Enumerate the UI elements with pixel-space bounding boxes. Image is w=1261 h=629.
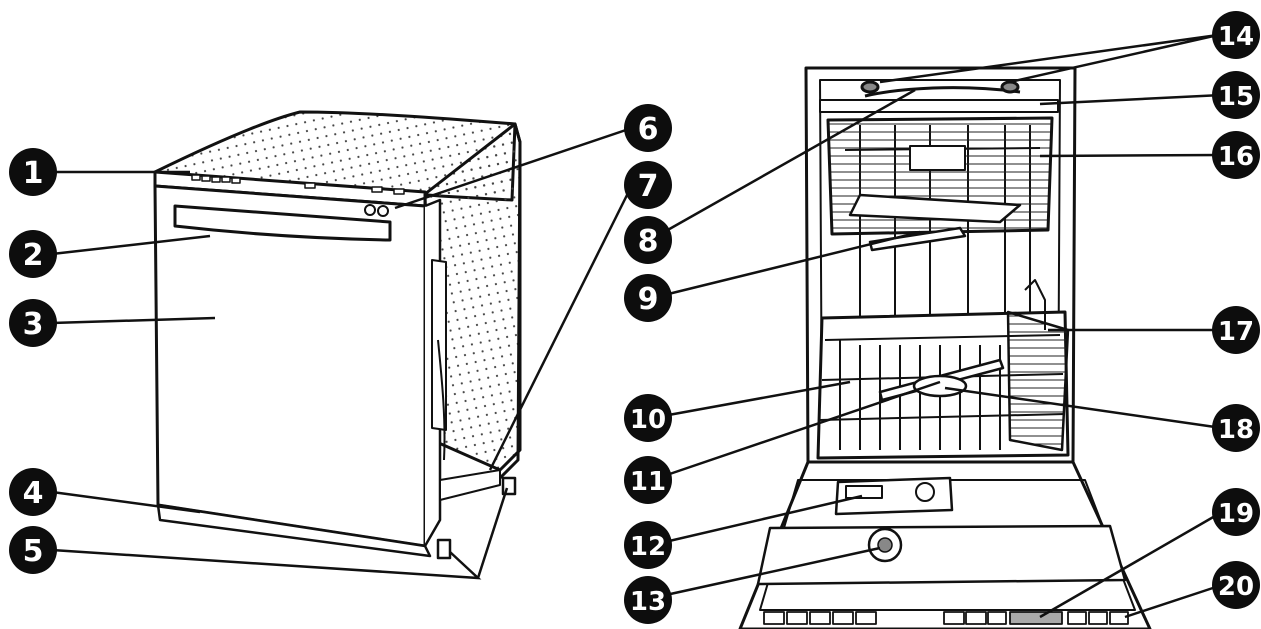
svg-text:19: 19	[1218, 499, 1254, 529]
callout-9: 9	[624, 274, 672, 322]
svg-text:17: 17	[1218, 317, 1254, 347]
svg-text:3: 3	[23, 307, 44, 342]
leader-lines	[51, 33, 1223, 619]
callout-12: 12	[624, 521, 672, 569]
svg-text:2: 2	[23, 238, 44, 273]
interior-dishwasher	[738, 66, 1152, 629]
status-light-b	[377, 205, 389, 217]
callout-8: 8	[624, 216, 672, 264]
svg-text:7: 7	[638, 169, 659, 204]
callout-14: 14	[1212, 11, 1260, 59]
callout-2: 2	[9, 230, 57, 278]
callout-3: 3	[9, 299, 57, 347]
callout-1: 1	[9, 148, 57, 196]
status-light-a	[364, 204, 376, 216]
svg-text:16: 16	[1218, 142, 1254, 172]
svg-text:5: 5	[23, 534, 44, 569]
svg-text:11: 11	[630, 467, 666, 497]
svg-text:1: 1	[23, 156, 44, 191]
svg-text:8: 8	[638, 224, 659, 259]
exterior-dishwasher	[153, 110, 522, 560]
top-spray-arm	[864, 86, 1021, 98]
svg-text:20: 20	[1218, 572, 1254, 602]
callout-18: 18	[1212, 404, 1260, 452]
callout-10: 10	[624, 394, 672, 442]
svg-text:18: 18	[1218, 415, 1254, 445]
callout-5: 5	[9, 526, 57, 574]
callout-15: 15	[1212, 71, 1260, 119]
callout-4: 4	[9, 468, 57, 516]
svg-text:10: 10	[630, 405, 666, 435]
svg-text:4: 4	[23, 476, 44, 511]
callout-11: 11	[624, 456, 672, 504]
svg-text:13: 13	[630, 587, 666, 617]
svg-text:12: 12	[630, 532, 666, 562]
callout-17: 17	[1212, 306, 1260, 354]
callout-19: 19	[1212, 488, 1260, 536]
svg-text:14: 14	[1218, 22, 1254, 52]
silverware-basket	[1006, 310, 1070, 452]
callout-6: 6	[624, 104, 672, 152]
callout-7: 7	[624, 161, 672, 209]
svg-text:6: 6	[638, 112, 659, 147]
middle-spray-arm	[868, 226, 967, 252]
leveling-leg-left	[436, 538, 452, 560]
callout-20: 20	[1212, 561, 1260, 609]
toe-kick	[156, 503, 432, 558]
door-handle	[173, 204, 392, 242]
callout-13: 13	[624, 576, 672, 624]
display-panel	[1009, 611, 1063, 625]
third-rack-rail	[819, 99, 1059, 113]
svg-text:9: 9	[638, 282, 659, 317]
svg-text:15: 15	[1218, 82, 1254, 112]
callout-16: 16	[1212, 131, 1260, 179]
